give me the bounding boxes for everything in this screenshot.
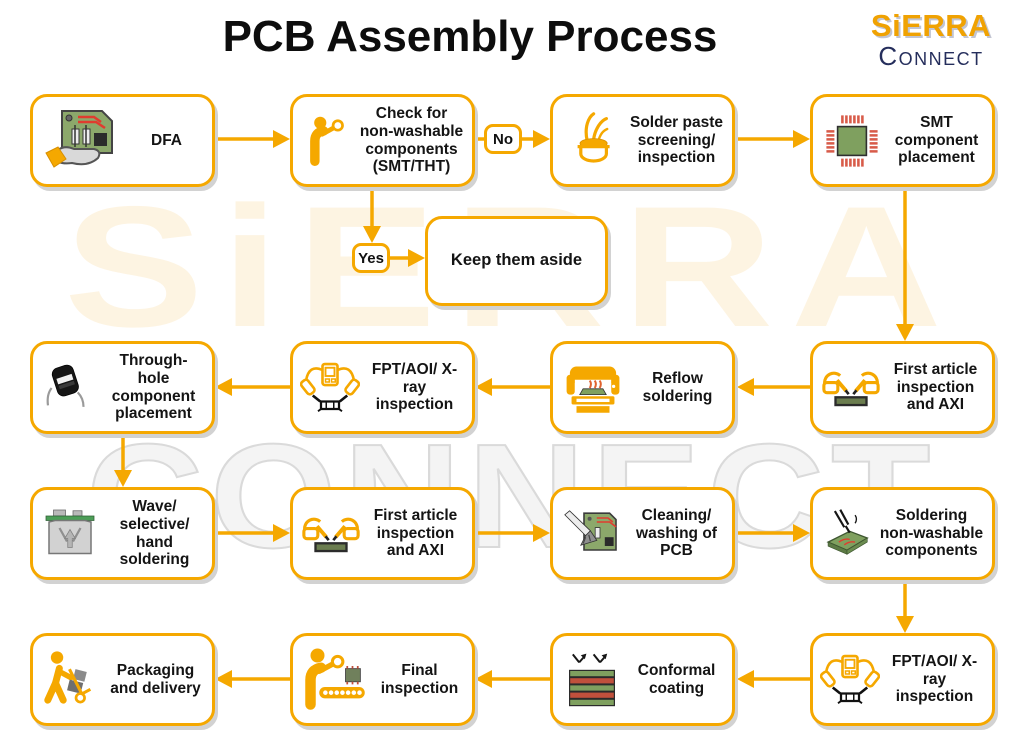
decision-label-no: No xyxy=(484,124,522,154)
node-label: First article inspection and AXI xyxy=(893,360,978,414)
node-label: Cleaning/ washing of PCB xyxy=(636,506,717,560)
decision-label-yes: Yes xyxy=(352,243,390,273)
tht-component-icon xyxy=(40,349,98,427)
node-conformal: Conformal coating xyxy=(550,633,735,726)
node-label: Final inspection xyxy=(380,661,459,697)
node-label: SMT component placement xyxy=(894,113,979,167)
pcb-brush-icon xyxy=(560,495,624,573)
brand-logo: SiERRA Connect xyxy=(855,10,1007,69)
node-reflow: Reflow soldering xyxy=(550,341,735,434)
person-magnifier-icon xyxy=(300,102,354,180)
node-fpt-xray-1: FPT/AOI/ X-ray inspection xyxy=(290,341,475,434)
node-check-nonwashable: Check for non-washable components (SMT/T… xyxy=(290,94,475,187)
test-probes-icon xyxy=(300,349,360,427)
probe-hands-icon xyxy=(820,349,882,427)
node-cleaning: Cleaning/ washing of PCB xyxy=(550,487,735,580)
node-packaging: Packaging and delivery xyxy=(30,633,215,726)
node-smt-placement: SMT component placement xyxy=(810,94,995,187)
node-label: Soldering non-washable components xyxy=(879,506,984,560)
node-label: Through- hole component placement xyxy=(111,351,196,423)
hand-truck-icon xyxy=(40,641,102,719)
node-keep-aside: Keep them aside xyxy=(425,216,608,306)
node-label: Conformal coating xyxy=(637,661,716,697)
node-label: First article inspection and AXI xyxy=(373,506,458,560)
node-first-article-axi-1: First article inspection and AXI xyxy=(810,341,995,434)
node-tht-placement: Through- hole component placement xyxy=(30,341,215,434)
node-label: Check for non-washable components (SMT/T… xyxy=(359,104,464,176)
wave-solder-tank-icon xyxy=(40,495,100,573)
node-soldering-nonwashable: Soldering non-washable components xyxy=(810,487,995,580)
node-dfa: DFA xyxy=(30,94,215,187)
node-fpt-xray-2: FPT/AOI/ X-ray inspection xyxy=(810,633,995,726)
logo-brand-text: SiERRA xyxy=(870,8,992,43)
page-title: PCB Assembly Process xyxy=(222,12,718,61)
node-label: Solder paste screening/ inspection xyxy=(629,113,724,167)
conveyor-inspection-icon xyxy=(300,641,370,719)
node-label: Reflow soldering xyxy=(642,369,713,405)
solder-paste-pot-icon xyxy=(560,102,624,180)
node-first-article-axi-2: First article inspection and AXI xyxy=(290,487,475,580)
reflow-oven-icon xyxy=(560,349,626,427)
soldering-iron-icon xyxy=(820,495,874,573)
probe-hands-icon xyxy=(300,495,362,573)
node-label: Packaging and delivery xyxy=(110,661,201,697)
node-label: FPT/AOI/ X-ray inspection xyxy=(891,652,978,706)
logo-sub-text: Connect xyxy=(878,41,984,71)
pcb-in-hand-icon xyxy=(40,101,124,181)
node-final-inspection: Final inspection xyxy=(290,633,475,726)
node-label: FPT/AOI/ X-ray inspection xyxy=(371,360,458,414)
node-label: DFA xyxy=(151,131,182,149)
node-label: Keep them aside xyxy=(450,251,583,270)
node-label: Wave/ selective/ hand soldering xyxy=(119,497,190,569)
node-solder-paste: Solder paste screening/ inspection xyxy=(550,94,735,187)
node-wave-soldering: Wave/ selective/ hand soldering xyxy=(30,487,215,580)
coating-layers-icon xyxy=(560,641,624,719)
test-probes-icon xyxy=(820,641,880,719)
smt-chip-icon xyxy=(820,102,884,180)
